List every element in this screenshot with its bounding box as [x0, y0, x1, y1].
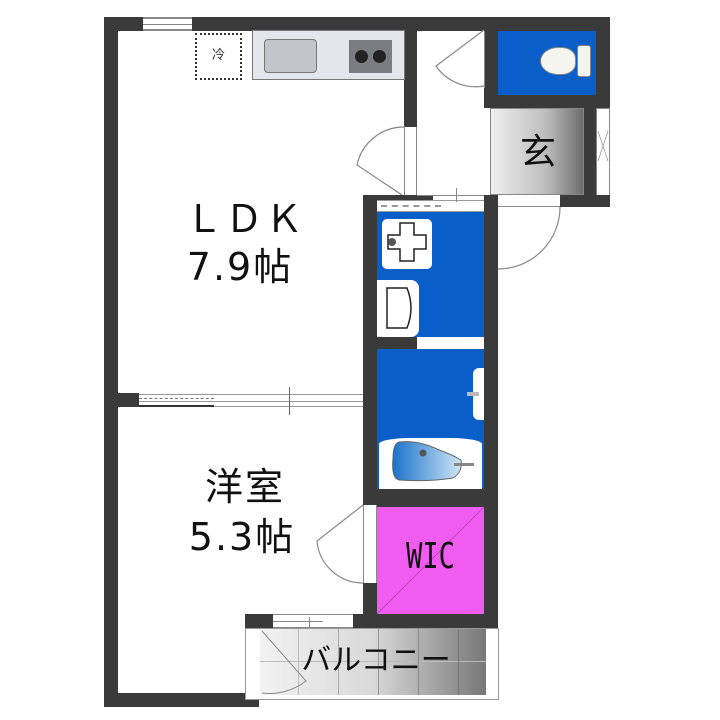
- bath-wic-wall: [377, 489, 484, 507]
- sliding-door[interactable]: [139, 387, 364, 415]
- entrance-bottom-wall: [560, 195, 610, 207]
- wic-door-frame: [363, 505, 377, 583]
- bath-door[interactable]: [417, 337, 484, 349]
- balcony-right-cap: [484, 614, 498, 628]
- left-wall: [104, 17, 118, 707]
- hallway-arrow-icon: [456, 188, 457, 202]
- western-room-size: 5.3帖: [188, 515, 296, 559]
- entrance: 玄: [490, 108, 584, 195]
- ldk-room-name: ＬＤＫ: [184, 197, 305, 241]
- wet-area-top-wall: [363, 195, 433, 202]
- wic-door-swing-icon: [316, 504, 364, 584]
- toilet-door-swing-icon: [435, 29, 485, 88]
- vanity-sink-icon: [377, 280, 419, 337]
- wic-label: WIC: [406, 536, 455, 577]
- toilet-left-wall: [484, 31, 498, 106]
- front-door[interactable]: [498, 195, 560, 207]
- refrigerator-label: 冷: [211, 48, 225, 63]
- wet-area-right-wall: [484, 195, 498, 625]
- sink-icon: [264, 39, 317, 73]
- toilet-icon: [540, 45, 592, 77]
- top-wall: [104, 17, 609, 31]
- kitchen-counter: [252, 30, 405, 80]
- ldk-hall-wall: [404, 17, 417, 127]
- entrance-shoe-cabinet: [596, 108, 610, 196]
- wic-room: WIC: [377, 507, 484, 614]
- ldk-door-swing-icon: [356, 126, 406, 198]
- balcony-label: バルコニー: [301, 643, 451, 678]
- wash-bath-divider-wall: [377, 337, 417, 349]
- bathtub: [379, 438, 482, 489]
- balcony-floor: [260, 629, 486, 695]
- balcony: バルコニー: [245, 628, 499, 700]
- hallway-step-line: [417, 195, 484, 196]
- balcony-wall-stub: [245, 614, 273, 628]
- western-room-name: 洋室: [204, 465, 285, 509]
- ldk-room-size: 7.9帖: [186, 245, 294, 289]
- front-door-swing-icon: [497, 206, 561, 270]
- toilet-bottom-wall: [484, 95, 596, 108]
- balcony-window[interactable]: [273, 614, 353, 628]
- refrigerator-space: 冷: [195, 33, 242, 80]
- stove-icon: [349, 40, 392, 73]
- wic-bottom-wall: [353, 614, 498, 628]
- entrance-label: 玄: [519, 132, 556, 173]
- entrance-right-wall: [584, 108, 596, 205]
- bottom-wall: [104, 693, 259, 707]
- balcony-door-swing-icon: [261, 630, 307, 694]
- washroom-sliding-door[interactable]: [377, 200, 484, 212]
- shower-icon: [467, 368, 484, 420]
- ldk-hall-door-frame: [404, 127, 417, 197]
- washing-machine-icon: [382, 219, 432, 269]
- top-window: [143, 17, 192, 31]
- room-divider-stub: [104, 393, 139, 407]
- toilet-door-frame: [484, 31, 485, 88]
